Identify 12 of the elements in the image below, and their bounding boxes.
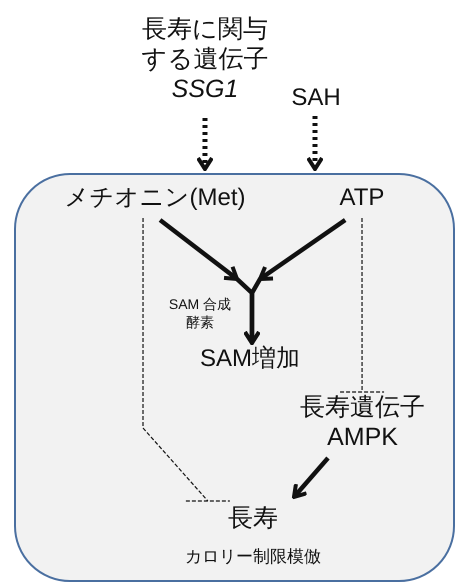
node-label: SAH [290, 84, 342, 113]
caption-text: カロリー制限模倣 [184, 547, 322, 568]
node-text: AMPK [326, 422, 399, 452]
node-label: 長寿 [227, 503, 279, 533]
rounded-panel [14, 173, 455, 582]
node-label: ATP [338, 184, 386, 213]
enzyme-label: SAM 合成酵素 [168, 296, 232, 331]
node-text: SSG1 [170, 74, 240, 104]
node-label: SAM増加 [198, 345, 301, 374]
node-label: メチオニン(Met) [64, 184, 246, 213]
node-text: 長寿遺伝子 [299, 392, 426, 422]
node-text: 長寿に関与する遺伝子 [140, 14, 270, 74]
